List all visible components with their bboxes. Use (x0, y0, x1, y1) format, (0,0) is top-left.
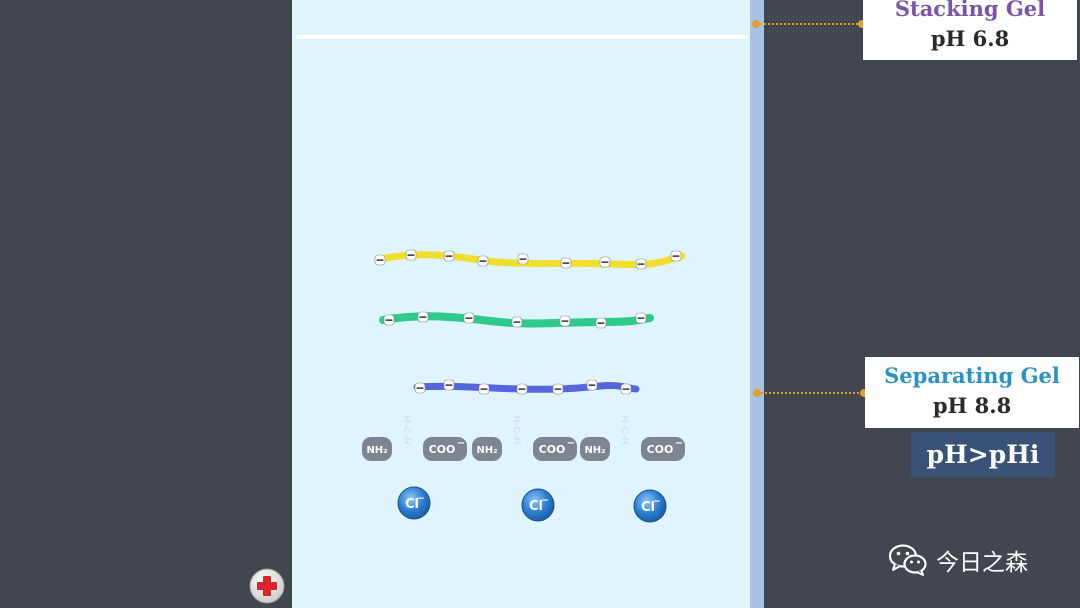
amino-group: NH₂ (472, 437, 502, 461)
svg-text:−: − (675, 438, 683, 449)
svg-text:−: − (512, 316, 521, 329)
svg-text:−: − (479, 383, 488, 396)
svg-text:−: − (541, 496, 549, 506)
chloride-ion: Cl− (633, 489, 667, 523)
svg-text:−: − (418, 311, 427, 324)
negative-charge-marker: − (516, 383, 528, 396)
negative-charge-marker: − (635, 312, 647, 325)
separating-gel-ph: pH 8.8 (932, 393, 1012, 418)
svg-text:−: − (415, 382, 424, 395)
svg-text:NH₂: NH₂ (366, 445, 387, 456)
svg-text:−: − (587, 379, 596, 392)
separating-gel-label: Separating Gel pH 8.8 (865, 357, 1079, 428)
svg-text:−: − (406, 249, 415, 262)
separating-leader-line (753, 389, 868, 397)
negative-charge-marker: − (586, 379, 598, 392)
watermark-text: 今日之森 (936, 550, 1028, 576)
negative-charge-marker: − (517, 253, 529, 266)
svg-text:−: − (375, 254, 384, 267)
watermark: 今日之森 (888, 540, 1028, 580)
carbon-chain-label: H–C–H (619, 416, 629, 445)
svg-text:−: − (561, 257, 570, 270)
svg-text:Cl: Cl (405, 497, 419, 512)
svg-text:Cl: Cl (529, 499, 543, 514)
svg-text:COO: COO (647, 443, 674, 456)
svg-text:−: − (560, 315, 569, 328)
svg-text:−: − (653, 497, 661, 507)
svg-text:COO: COO (429, 443, 456, 456)
svg-text:−: − (671, 250, 680, 263)
negative-charge-marker: − (477, 255, 489, 268)
svg-text:NH₂: NH₂ (476, 445, 497, 456)
svg-text:−: − (621, 383, 630, 396)
separating-gel-name: Separating Gel (884, 363, 1060, 388)
svg-text:−: − (464, 312, 473, 325)
glycine-molecule: NH₂ H–C–H COO− (362, 416, 467, 461)
amino-group: NH₂ (362, 437, 392, 461)
chloride-ion: Cl− (521, 488, 555, 522)
svg-text:−: − (567, 438, 575, 449)
negative-charge-marker: − (559, 315, 571, 328)
svg-text:Cl: Cl (641, 500, 655, 515)
stacking-gel-ph: pH 6.8 (930, 26, 1010, 51)
negative-charge-marker: − (560, 257, 572, 270)
carboxyl-group: COO− (641, 437, 685, 461)
wechat-icon (888, 544, 927, 576)
svg-text:−: − (417, 494, 425, 504)
svg-text:−: − (517, 383, 526, 396)
negative-charge-marker: − (511, 316, 523, 329)
glycine-molecule: NH₂ H–C–H COO− (580, 416, 685, 461)
svg-text:−: − (444, 250, 453, 263)
amino-group: NH₂ (580, 437, 610, 461)
negative-charge-marker: − (374, 254, 386, 267)
negative-charge-marker: − (417, 311, 429, 324)
protein-band-yellow: −−−−−−−−− (374, 249, 686, 271)
svg-text:−: − (457, 438, 465, 449)
svg-text:−: − (384, 314, 393, 327)
svg-text:−: − (478, 255, 487, 268)
stacking-gel-name: Stacking Gel (894, 0, 1046, 21)
svg-text:−: − (636, 312, 645, 325)
protein-band-blue: −−−−−−− (413, 379, 640, 396)
svg-text:−: − (600, 256, 609, 269)
negative-charge-marker: − (478, 383, 490, 396)
svg-text:−: − (596, 317, 605, 330)
svg-text:−: − (636, 258, 645, 271)
gel-column (292, 0, 750, 608)
negative-charge-marker: − (635, 258, 647, 271)
chloride-row: Cl−Cl−Cl− (397, 486, 667, 523)
svg-text:−: − (444, 379, 453, 392)
negative-charge-marker: − (443, 250, 455, 263)
stacking-gel-boundary (296, 35, 748, 39)
svg-text:NH₂: NH₂ (584, 445, 605, 456)
stacking-gel-label: Stacking Gel pH 6.8 (863, 0, 1077, 60)
svg-text:COO: COO (539, 443, 566, 456)
glycine-molecule: NH₂ H–C–H COO− (472, 416, 577, 461)
negative-charge-marker: − (620, 383, 632, 396)
svg-text:−: − (518, 253, 527, 266)
ph-condition-label: pH>pHi (911, 432, 1055, 477)
negative-charge-marker: − (443, 379, 455, 392)
negative-charge-marker: − (463, 312, 475, 325)
protein-band-green: −−−−−−− (379, 311, 654, 330)
carbon-chain-label: H–C–H (511, 416, 521, 445)
negative-charge-marker: − (405, 249, 417, 262)
plus-icon (249, 568, 285, 604)
chloride-ion: Cl− (397, 486, 431, 520)
negative-charge-marker: − (414, 382, 426, 395)
carboxyl-group: COO− (423, 437, 467, 461)
carboxyl-group: COO− (533, 437, 577, 461)
carbon-chain-label: H–C–H (401, 416, 411, 445)
gel-right-edge (750, 0, 764, 608)
stacking-leader-line (752, 20, 866, 28)
negative-charge-marker: − (670, 250, 682, 263)
negative-charge-marker: − (383, 314, 395, 327)
negative-charge-marker: − (552, 383, 564, 396)
svg-text:−: − (553, 383, 562, 396)
negative-charge-marker: − (599, 256, 611, 269)
negative-charge-marker: − (595, 317, 607, 330)
